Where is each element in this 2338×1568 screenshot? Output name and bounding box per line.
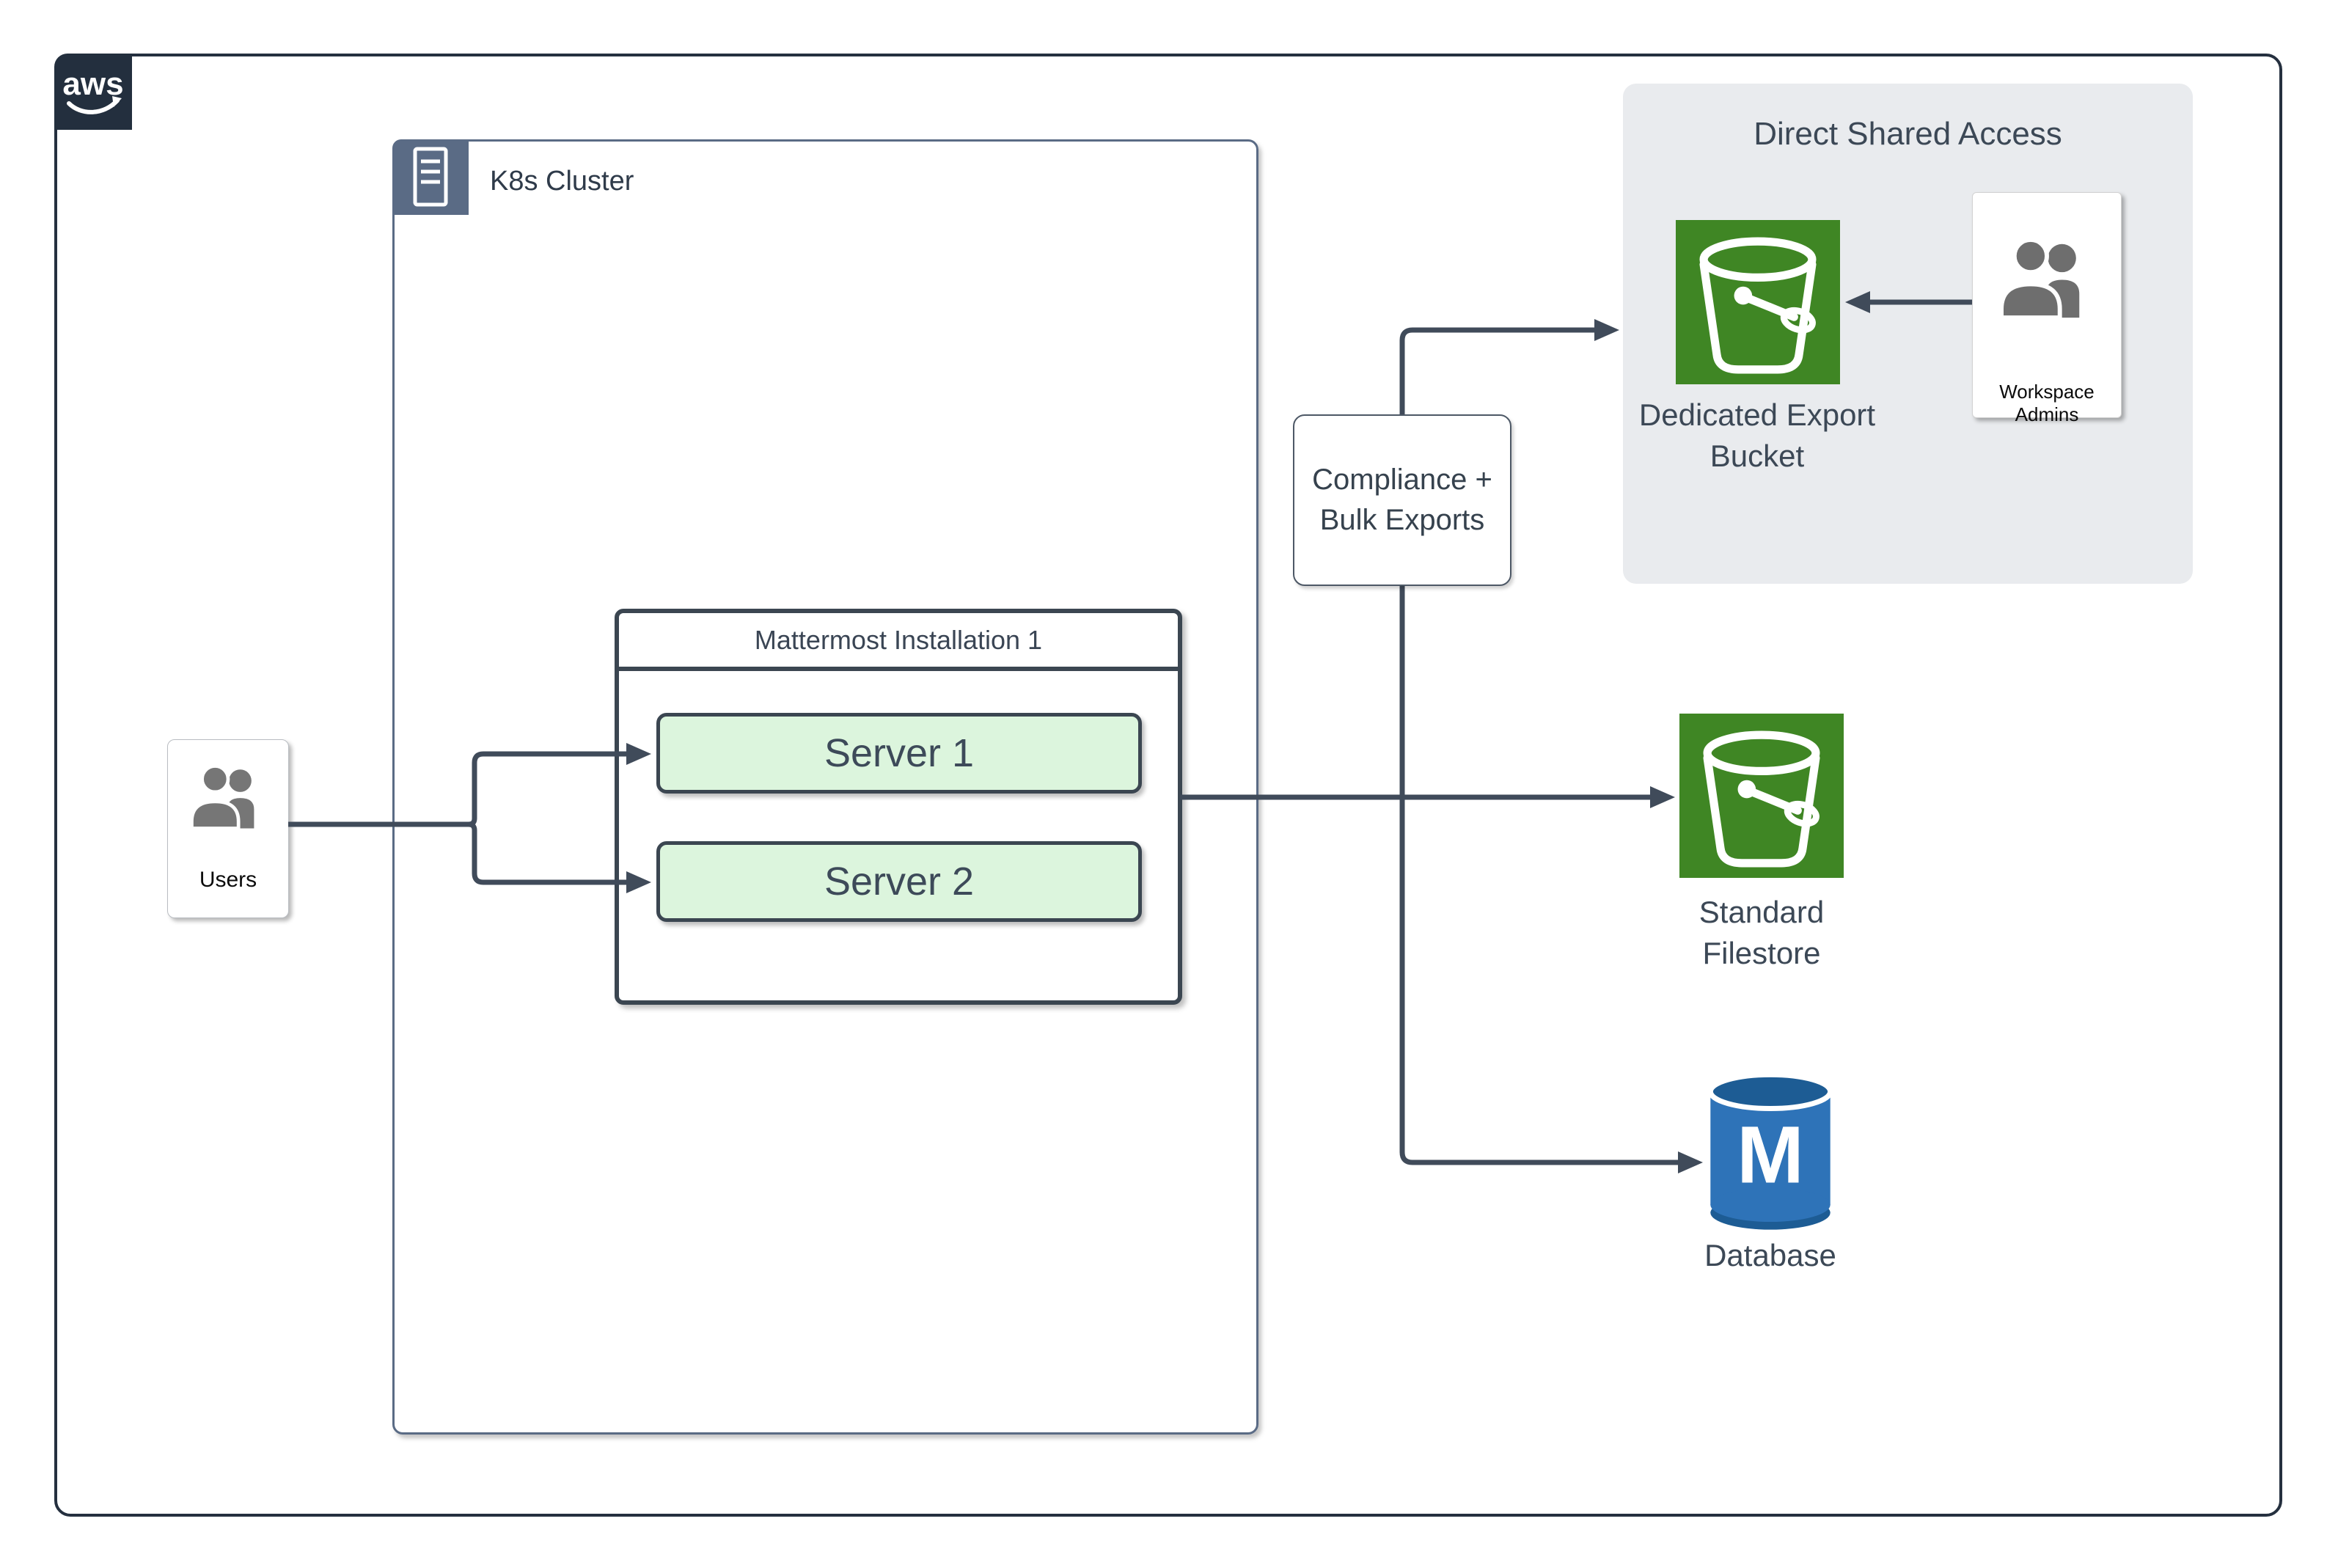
server-2-node: Server 2 — [656, 841, 1142, 922]
workspace-admins-node: Workspace Admins — [1972, 192, 2122, 425]
s3-bucket-icon — [1699, 237, 1817, 374]
server-1-label: Server 1 — [824, 731, 975, 775]
database-cylinder-icon: M — [1707, 1071, 1833, 1230]
aws-smile-curve — [67, 98, 120, 114]
aws-logo-text: aws — [62, 66, 123, 102]
k8s-cluster-label: K8s Cluster — [490, 166, 634, 197]
aws-smile-arrow — [112, 96, 122, 107]
aws-cloud-boundary — [54, 54, 2282, 1517]
aws-logo-icon: aws — [62, 66, 124, 114]
workspace-admins-icon — [1999, 237, 2080, 320]
compliance-bulk-exports-node: Compliance + Bulk Exports — [1293, 414, 1511, 586]
database-monogram: M — [1737, 1110, 1804, 1201]
users-node: Users — [167, 739, 289, 918]
mattermost-installation-title: Mattermost Installation 1 — [619, 613, 1178, 671]
server-2-label: Server 2 — [824, 860, 975, 904]
mattermost-installation-box: Mattermost Installation 1 — [615, 609, 1182, 1005]
server-1-node: Server 1 — [656, 713, 1142, 794]
aws-logo-badge: aws — [54, 54, 132, 130]
k8s-cluster-boundary — [392, 139, 1258, 1435]
s3-bucket-icon — [1703, 730, 1820, 868]
server-rack-icon — [413, 147, 448, 207]
users-label: Users — [199, 868, 257, 892]
dedicated-export-bucket-label: Dedicated Export Bucket — [1638, 398, 1876, 473]
database-node: M — [1705, 1071, 1836, 1234]
standard-filestore-node — [1679, 714, 1844, 878]
database-label: Database — [1704, 1238, 1836, 1272]
k8s-cluster-badge — [392, 139, 469, 215]
users-icon — [190, 764, 254, 830]
workspace-admins-label: Workspace Admins — [1999, 381, 2095, 425]
dedicated-export-bucket-node — [1676, 220, 1840, 384]
direct-shared-access-title: Direct Shared Access — [1754, 116, 2062, 152]
standard-filestore-label: Standard Filestore — [1698, 895, 1825, 970]
